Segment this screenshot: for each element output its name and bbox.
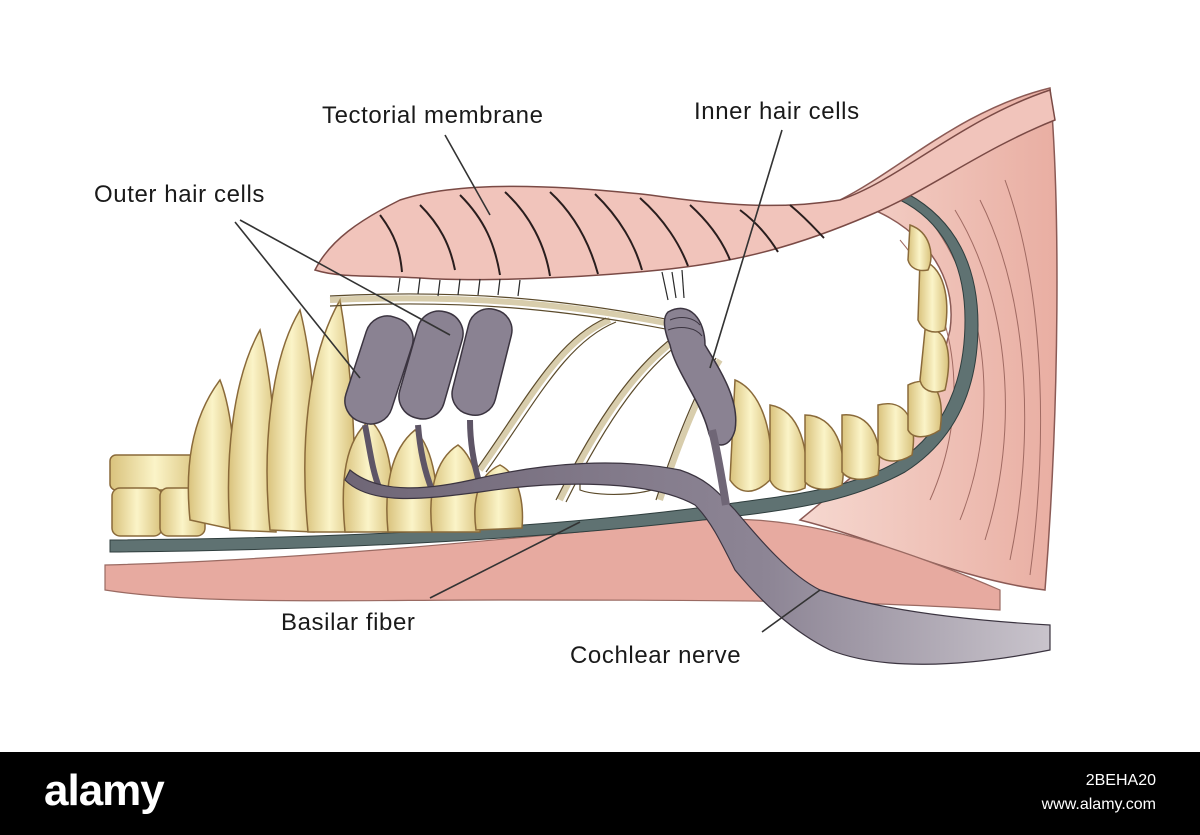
leader-basilar	[429, 521, 581, 599]
outer-hair-cells	[344, 307, 513, 425]
label-cochlear-nerve: Cochlear nerve	[570, 642, 742, 669]
tectorial-membrane	[313, 89, 1056, 281]
leader-outer-hair-2	[239, 219, 451, 336]
inner-hair-cell-stripes	[667, 317, 703, 337]
spiral-cells	[729, 223, 950, 493]
stereocilia	[397, 269, 685, 301]
limbus-tissue	[798, 87, 1058, 591]
cochlear-nerve	[344, 462, 1051, 665]
label-tectorial-membrane: Tectorial membrane	[322, 102, 544, 129]
leader-outer-hair-1	[234, 221, 361, 379]
label-inner-hair-cells: Inner hair cells	[694, 98, 860, 125]
organ-of-corti-drawing	[104, 87, 1058, 665]
membrane-stripes	[379, 191, 825, 277]
leader-cochlear	[761, 589, 821, 633]
leader-tectorial	[444, 134, 491, 216]
leader-inner-hair	[709, 129, 783, 369]
alamy-logo: alamy	[44, 766, 165, 815]
limbus-fibers	[899, 179, 1042, 576]
site-url: www.alamy.com	[1041, 796, 1156, 813]
cochlea-illustration: Tectorial membrane Inner hair cells Oute…	[94, 87, 1058, 669]
nerve-branch	[708, 429, 730, 506]
watermark-footer: alamy 2BEHA20 www.alamy.com	[0, 752, 1200, 835]
label-outer-hair-cells: Outer hair cells	[94, 181, 265, 208]
image-id: 2BEHA20	[1085, 772, 1156, 789]
leader-lines	[234, 129, 821, 633]
label-basilar-fiber: Basilar fiber	[281, 609, 416, 636]
inner-hair-cell	[663, 307, 737, 446]
